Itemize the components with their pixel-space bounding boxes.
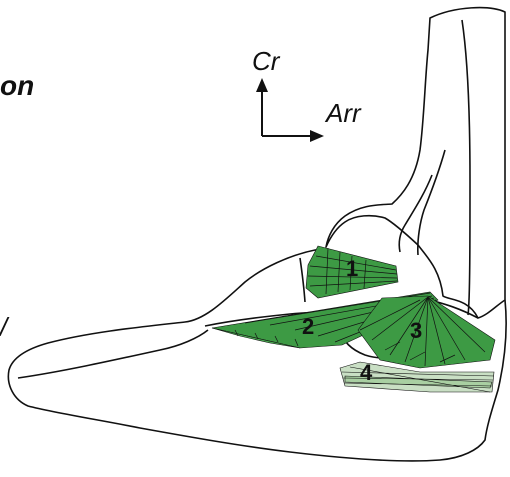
orientation-indicator: Cr Arr — [252, 46, 362, 142]
arrow-label: Arr — [324, 98, 362, 128]
ligament-number-2: 2 — [302, 314, 314, 339]
ligament-number-4: 4 — [360, 360, 373, 385]
ligament-number-3: 3 — [410, 318, 422, 343]
horizontal-arrowhead-icon — [310, 130, 324, 142]
ligament-number-1: 1 — [346, 256, 358, 281]
cranial-arrowhead-icon — [256, 78, 268, 92]
ligament-3 — [358, 296, 495, 368]
cranial-label: Cr — [252, 46, 281, 76]
